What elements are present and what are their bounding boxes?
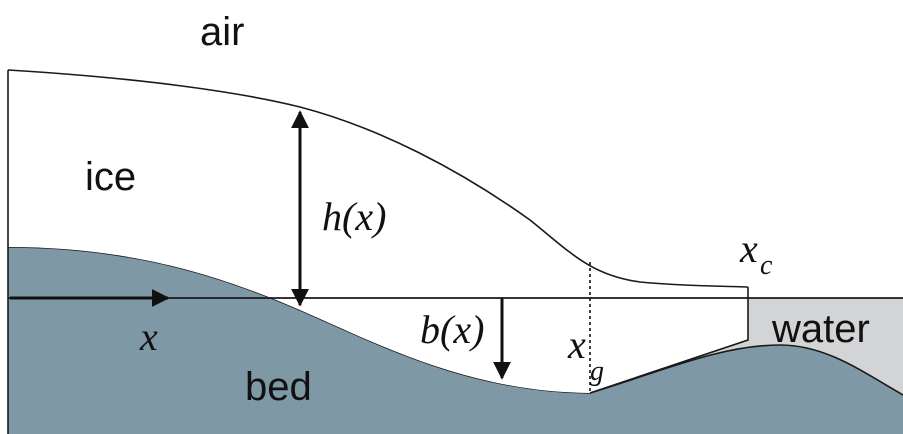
bed-region bbox=[8, 247, 903, 434]
bed-depth-label: b(x) bbox=[420, 307, 484, 352]
ice-body bbox=[8, 70, 748, 393]
bed-label: bed bbox=[245, 365, 312, 409]
grounding-line-label: x g bbox=[567, 322, 604, 387]
air-label: air bbox=[200, 10, 244, 54]
ice-label: ice bbox=[85, 155, 136, 199]
ice-surface-line bbox=[7, 69, 749, 288]
ice-shelf-front bbox=[589, 287, 749, 394]
water-label: water bbox=[771, 307, 870, 351]
thickness-label: h(x) bbox=[322, 194, 386, 239]
grounding-line-main: x bbox=[567, 322, 586, 367]
calving-front-subscript: c bbox=[760, 250, 773, 281]
x-axis-label: x bbox=[139, 314, 158, 359]
grounding-line-subscript: g bbox=[590, 356, 604, 387]
calving-front-main: x bbox=[739, 226, 758, 271]
calving-front-label: x c bbox=[739, 226, 773, 281]
water-region bbox=[590, 298, 903, 395]
